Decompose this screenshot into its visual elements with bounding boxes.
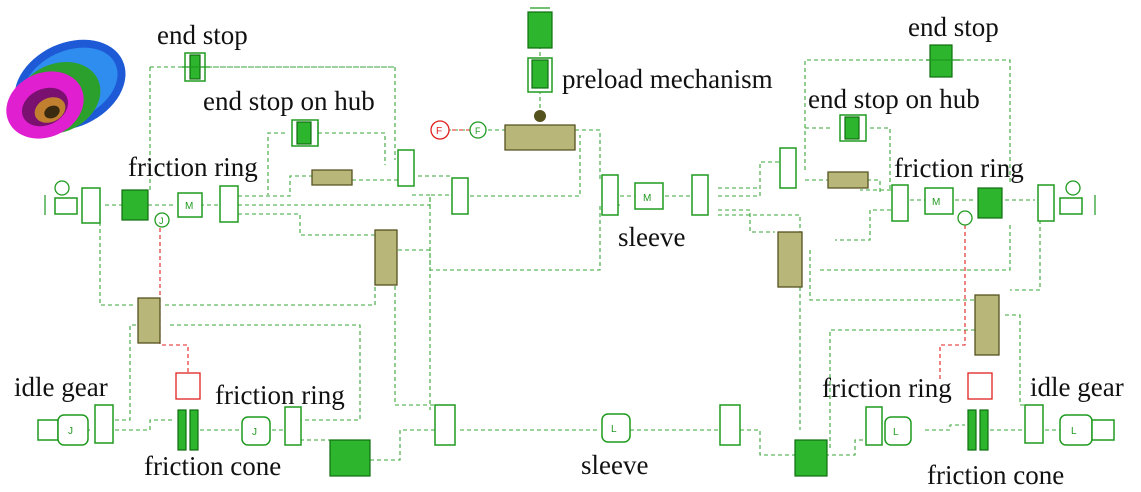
idle-gear-right-block: L: [1025, 405, 1114, 445]
end-stop-right-block: [926, 45, 960, 77]
end-stop-left-block: [182, 53, 210, 81]
preload-mechanism-block: F F: [431, 8, 575, 150]
label-end-stop-left: end stop: [157, 22, 248, 49]
svg-text:L: L: [893, 427, 899, 438]
idle-gear-left-block: J: [38, 405, 113, 445]
end-stop-on-hub-right-block: [840, 115, 866, 141]
label-sleeve-upper: sleeve: [618, 224, 685, 251]
label-preload-mechanism: preload mechanism: [562, 66, 773, 93]
label-friction-ring-lower-right: friction ring: [822, 375, 952, 402]
svg-text:J: J: [252, 427, 257, 438]
svg-text:J: J: [159, 216, 164, 226]
label-friction-cone-right: friction cone: [927, 462, 1064, 489]
svg-text:J: J: [68, 426, 73, 437]
label-friction-ring-lower-left: friction ring: [215, 382, 345, 409]
svg-text:L: L: [1071, 426, 1077, 437]
gear-3d-illustration: [0, 22, 140, 150]
gear-body-blocks: [138, 230, 999, 355]
friction-cone-left-block: [176, 373, 200, 450]
svg-text:F: F: [436, 126, 442, 137]
label-end-stop-right: end stop: [908, 14, 999, 41]
label-end-stop-on-hub-right: end stop on hub: [808, 86, 980, 113]
sleeve-lower-block: L: [602, 414, 630, 442]
svg-text:M: M: [643, 193, 651, 204]
label-friction-ring-upper-right: friction ring: [894, 155, 1024, 182]
end-stop-on-hub-left-block: [292, 120, 318, 146]
sleeve-upper-block: M: [635, 183, 663, 209]
svg-text:M: M: [185, 201, 193, 212]
signal-wires: [160, 130, 965, 380]
label-end-stop-on-hub-left: end stop on hub: [203, 88, 375, 115]
svg-text:L: L: [611, 424, 617, 435]
svg-text:M: M: [932, 197, 940, 208]
friction-cone-right-block: [968, 373, 992, 450]
label-friction-cone-left: friction cone: [144, 453, 281, 480]
friction-ring-lower-right-block: L: [795, 407, 911, 476]
label-sleeve-lower: sleeve: [581, 452, 648, 479]
label-idle-gear-left: idle gear: [14, 374, 108, 401]
junction-blocks: [398, 148, 1054, 445]
label-idle-gear-right: idle gear: [1030, 374, 1124, 401]
svg-text:F: F: [475, 126, 481, 136]
label-friction-ring-upper-left: friction ring: [128, 154, 258, 181]
